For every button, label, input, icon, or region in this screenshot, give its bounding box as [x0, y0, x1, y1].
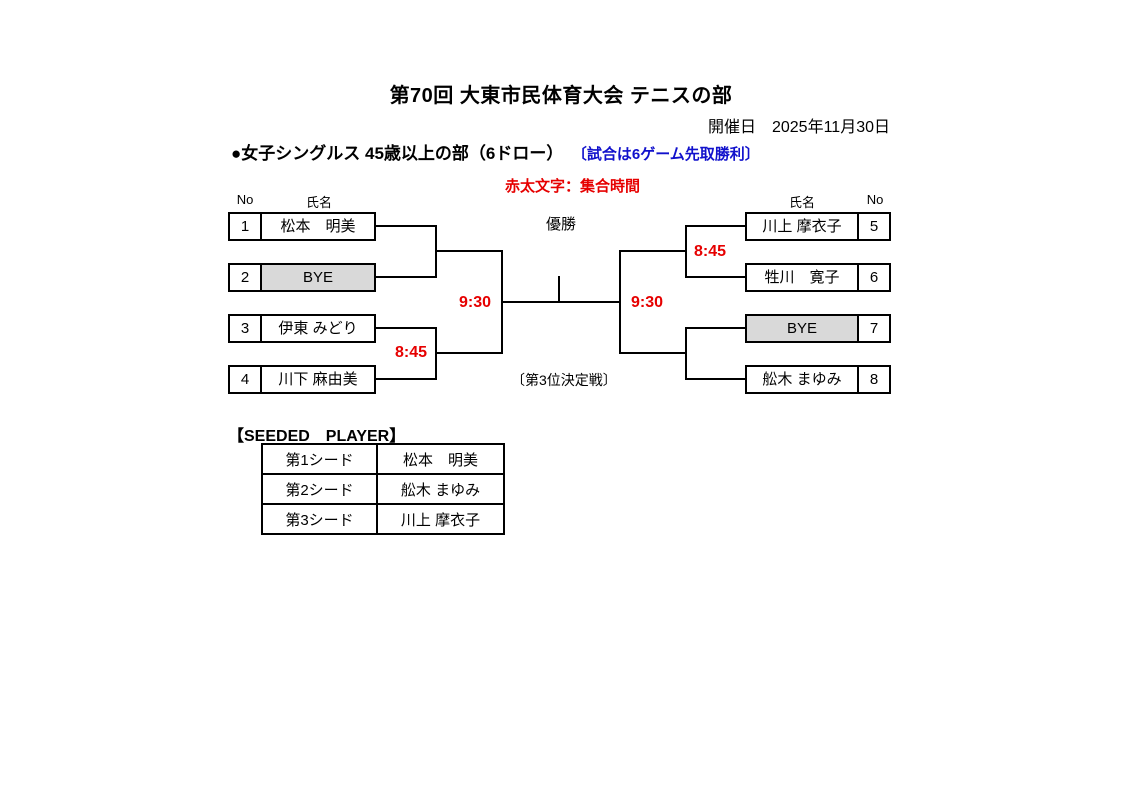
rule-note: 〔試合は6ゲーム先取勝利〕: [579, 146, 760, 163]
entry-number: 5: [869, 218, 879, 235]
bracket-line: [619, 250, 687, 252]
entry-name: 舩木 まゆみ: [747, 367, 859, 392]
seeded-players-title: 【SEEDED PLAYER】: [228, 428, 406, 445]
bracket-line: [376, 276, 437, 278]
entry-name: 伊東 みどり: [278, 320, 358, 337]
bracket-line: [376, 327, 437, 329]
bracket-entry-1: 1 松本 明美: [228, 212, 376, 241]
seed-name: 松本 明美: [376, 443, 505, 475]
event-name: ●女子シングルス 45歳以上の部（6ドロー）: [231, 144, 564, 163]
event-date: 開催日 2025年11月30日: [707, 119, 890, 136]
seed-label: 第3シード: [261, 503, 378, 535]
bracket-line: [619, 352, 687, 354]
bracket-entry-6: 牲川 寛子 6: [745, 263, 891, 292]
entry-number: 4: [230, 367, 262, 392]
seed-label: 第2シード: [261, 473, 378, 505]
seed-name: 舩木 まゆみ: [376, 473, 505, 505]
bracket-line: [685, 327, 745, 329]
time-left-round1: 8:45: [394, 344, 427, 361]
bracket-line: [435, 250, 501, 252]
bracket-entry-2: 2 BYE: [228, 263, 376, 292]
page-title: 第70回 大東市民体育大会 テニスの部: [389, 85, 733, 107]
bracket-line: [685, 276, 745, 278]
entry-name: 松本 明美: [280, 218, 356, 235]
seeded-players-table: 第1シード 松本 明美 第2シード 舩木 まゆみ 第3シード 川上 摩衣子: [261, 443, 505, 535]
entry-name: 川上 摩衣子: [747, 214, 859, 239]
bracket-entry-7: BYE 7: [745, 314, 891, 343]
entry-name: 牲川 寛子: [747, 265, 859, 290]
bracket-entry-5: 川上 摩衣子 5: [745, 212, 891, 241]
entry-number: 1: [230, 214, 262, 239]
seed-row: 第2シード 舩木 まゆみ: [261, 473, 505, 505]
entry-name: BYE: [262, 265, 374, 290]
time-left-semifinal: 9:30: [458, 294, 491, 311]
bracket-entry-8: 舩木 まゆみ 8: [745, 365, 891, 394]
champion-tick: [558, 276, 560, 303]
seed-name: 川上 摩衣子: [376, 503, 505, 535]
bracket-line: [376, 378, 437, 380]
entry-number: 8: [869, 371, 879, 388]
final-line: [501, 301, 621, 303]
bracket-entry-4: 4 川下 麻由美: [228, 365, 376, 394]
bracket-entry-3: 3 伊東 みどり: [228, 314, 376, 343]
entry-number: 2: [230, 265, 262, 290]
column-header-no-right: No: [866, 192, 884, 207]
entry-name: 川下 麻由美: [278, 371, 358, 388]
column-header-name-left: 氏名: [305, 195, 332, 210]
entry-number: 7: [869, 320, 879, 337]
champion-label: 優勝: [545, 216, 576, 233]
seed-label: 第1シード: [261, 443, 378, 475]
bracket-line: [685, 378, 745, 380]
time-right-round1: 8:45: [694, 243, 727, 260]
bracket-line: [435, 352, 501, 354]
third-place-label: 〔第3位決定戦〕: [511, 372, 617, 388]
entry-name: BYE: [747, 316, 859, 341]
event-heading: ●女子シングルス 45歳以上の部（6ドロー） 〔試合は6ゲーム先取勝利〕: [231, 139, 760, 164]
column-header-no-left: No: [236, 192, 254, 207]
column-header-name-right: 氏名: [788, 195, 815, 210]
time-right-semifinal: 9:30: [631, 294, 664, 311]
entry-number: 6: [869, 269, 879, 286]
bracket-line: [376, 225, 437, 227]
entry-number: 3: [230, 316, 262, 341]
bracket-line: [619, 250, 621, 354]
bracket-line: [685, 225, 745, 227]
seed-row: 第3シード 川上 摩衣子: [261, 503, 505, 535]
seed-row: 第1シード 松本 明美: [261, 443, 505, 475]
legend-note: 赤太文字：集合時間: [505, 178, 641, 195]
